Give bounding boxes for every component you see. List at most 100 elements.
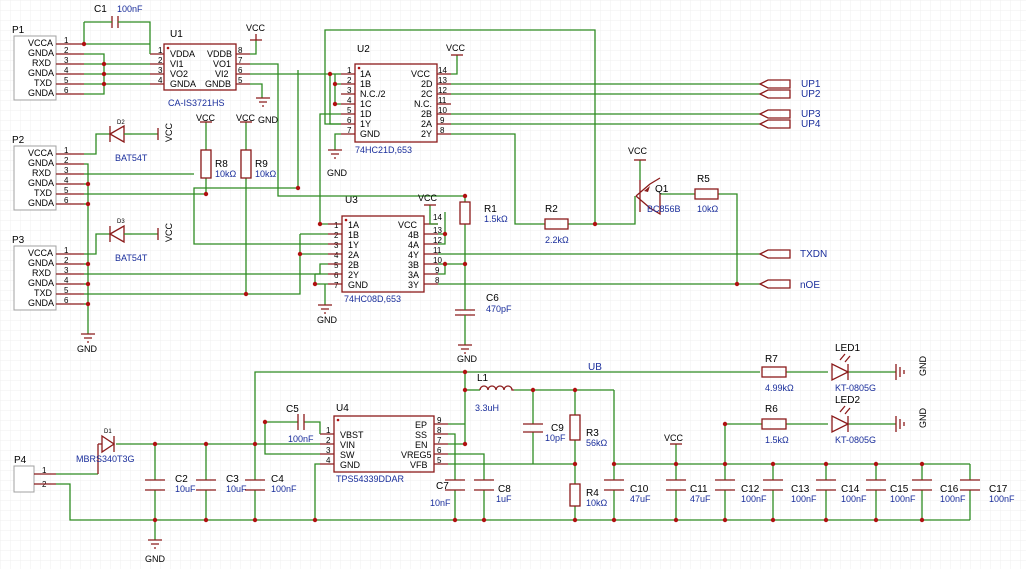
svg-text:2: 2 — [64, 256, 69, 265]
svg-text:1A: 1A — [348, 220, 359, 230]
svg-text:7: 7 — [437, 436, 442, 445]
capacitor-c14[interactable]: C14 100nF — [816, 479, 867, 504]
u3-and-gate[interactable]: U3 1A 1B 1Y 2A 2B 2Y GND VCC 4B 4A 4Y 3B… — [328, 195, 442, 304]
capacitor-c8[interactable]: C8 1uF — [474, 479, 512, 504]
resistor-r4[interactable]: R4 10kΩ — [569, 483, 608, 508]
svg-text:R7: R7 — [765, 354, 778, 365]
svg-text:VO1: VO1 — [213, 59, 231, 69]
svg-text:100nF: 100nF — [940, 494, 966, 504]
svg-text:GND: GND — [918, 356, 928, 377]
svg-text:2: 2 — [347, 76, 352, 85]
svg-text:C2: C2 — [175, 474, 188, 485]
led2[interactable]: LED2 KT-0805G — [831, 395, 876, 445]
svg-text:VCC: VCC — [418, 193, 438, 203]
svg-text:3Y: 3Y — [408, 280, 419, 290]
capacitor-c16[interactable]: C16 100nF — [912, 479, 966, 504]
svg-text:9: 9 — [440, 116, 445, 125]
svg-text:BAT54T: BAT54T — [115, 253, 148, 263]
svg-text:7: 7 — [238, 56, 243, 65]
svg-text:6: 6 — [238, 66, 243, 75]
p1-label: P1 — [12, 25, 25, 36]
svg-text:D3: D3 — [117, 219, 125, 225]
svg-text:3.3uH: 3.3uH — [475, 403, 499, 413]
svg-text:1B: 1B — [348, 230, 359, 240]
svg-text:4A: 4A — [408, 240, 419, 250]
resistor-r6[interactable]: R6 1.5kΩ — [761, 404, 789, 445]
connector-p3[interactable]: P3 VCCA GNDA RXD GNDA TXD GNDA 12 34 56 — [12, 235, 84, 311]
svg-text:8: 8 — [435, 276, 440, 285]
svg-text:13: 13 — [433, 226, 442, 235]
svg-text:C10: C10 — [630, 484, 649, 495]
svg-text:5: 5 — [64, 186, 69, 195]
capacitor-c6[interactable]: C6 470pF — [455, 293, 512, 320]
svg-text:GND: GND — [918, 408, 928, 429]
resistor-r3[interactable]: R3 56kΩ — [569, 414, 608, 448]
svg-text:6: 6 — [334, 271, 339, 280]
capacitor-c10[interactable]: C10 47uF — [604, 479, 651, 504]
svg-text:1B: 1B — [360, 79, 371, 89]
capacitor-c12[interactable]: C12 100nF — [715, 479, 767, 504]
connector-p2[interactable]: P2 VCCA GNDA RXD GNDA TXD GNDA 12 34 56 — [12, 135, 84, 211]
capacitor-c15[interactable]: C15 100nF — [866, 479, 916, 504]
svg-text:4Y: 4Y — [408, 250, 419, 260]
svg-text:14: 14 — [433, 213, 442, 222]
svg-text:1A: 1A — [360, 69, 371, 79]
svg-text:4: 4 — [334, 251, 339, 260]
svg-text:SW: SW — [340, 450, 355, 460]
u2-and-gate[interactable]: U2 1A 1B N.C./2 1C 1D 1Y GND VCC 2D 2C N… — [341, 44, 451, 155]
svg-text:56kΩ: 56kΩ — [586, 438, 608, 448]
svg-text:1Y: 1Y — [348, 240, 359, 250]
capacitor-c4[interactable]: C4 100nF — [245, 474, 297, 494]
svg-text:VI2: VI2 — [215, 69, 229, 79]
svg-text:4: 4 — [326, 456, 331, 465]
resistor-r9[interactable]: R9 10kΩ — [240, 149, 277, 179]
resistor-r7[interactable]: R7 4.99kΩ — [761, 354, 794, 393]
capacitor-c13[interactable]: C13 100nF — [763, 479, 817, 504]
p3-vcca: VCCA — [28, 248, 53, 258]
svg-text:4: 4 — [64, 66, 69, 75]
svg-text:C13: C13 — [791, 484, 810, 495]
inductor-l1[interactable]: L1 3.3uH — [475, 373, 514, 413]
svg-text:5: 5 — [64, 76, 69, 85]
svg-text:10uF: 10uF — [175, 484, 196, 494]
svg-text:5: 5 — [64, 286, 69, 295]
resistor-r5[interactable]: R5 10kΩ — [694, 174, 719, 214]
resistor-r8[interactable]: R8 10kΩ — [200, 149, 237, 179]
capacitor-c9[interactable]: C9 10pF — [523, 423, 566, 443]
diode-d3[interactable]: D3 BAT54T — [108, 219, 148, 263]
svg-text:EN: EN — [415, 440, 428, 450]
net-ub: UB — [588, 362, 602, 373]
svg-text:C5: C5 — [286, 404, 299, 415]
svg-text:4: 4 — [64, 276, 69, 285]
u4-buck-converter[interactable]: U4 VBST VIN SW GND EP SS EN VREG5 VFB 12… — [320, 403, 448, 484]
resistor-r1[interactable]: R1 1.5kΩ — [459, 201, 508, 225]
junctions-bottom — [152, 369, 925, 523]
capacitor-c3[interactable]: C3 10uF — [196, 474, 247, 494]
capacitor-c11[interactable]: C11 47uF — [666, 479, 711, 504]
u3-label: U3 — [345, 195, 358, 206]
connector-p1[interactable]: P1 VCCA GNDA RXD GNDA TXD GNDA 12 34 56 — [12, 25, 84, 101]
svg-text:VCC: VCC — [628, 146, 648, 156]
connector-p4[interactable]: P4 12 — [13, 455, 56, 493]
svg-text:L1: L1 — [477, 373, 489, 384]
resistor-r2[interactable]: R2 2.2kΩ — [544, 204, 569, 245]
svg-text:VCC: VCC — [164, 222, 174, 242]
p3-gnda1: GNDA — [28, 258, 54, 268]
svg-text:SS: SS — [415, 430, 427, 440]
diode-d2[interactable]: D2 BAT54T — [108, 120, 148, 163]
svg-text:6: 6 — [64, 296, 69, 305]
capacitor-c2[interactable]: C2 10uF — [145, 474, 196, 494]
capacitor-c5[interactable]: C5 100nF — [286, 404, 314, 444]
svg-text:2: 2 — [334, 231, 339, 240]
capacitor-c7[interactable]: C7 10nF — [430, 479, 465, 508]
led1[interactable]: LED1 KT-0805G — [831, 343, 876, 393]
transistor-q1[interactable]: Q1 BC856B — [635, 177, 681, 216]
svg-text:6: 6 — [347, 116, 352, 125]
u1-isolator[interactable]: U1 VDDA VI1 VO2 GNDA VDDB VO1 VI2 GNDB 1… — [150, 29, 250, 108]
svg-text:VCC: VCC — [246, 23, 266, 33]
p3-gnda3: GNDA — [28, 298, 54, 308]
diode-d1[interactable]: D1 MBRS340T3G — [76, 429, 135, 474]
svg-text:1: 1 — [347, 66, 352, 75]
svg-text:4: 4 — [347, 96, 352, 105]
capacitor-c17[interactable]: C17 100nF — [960, 479, 1015, 504]
